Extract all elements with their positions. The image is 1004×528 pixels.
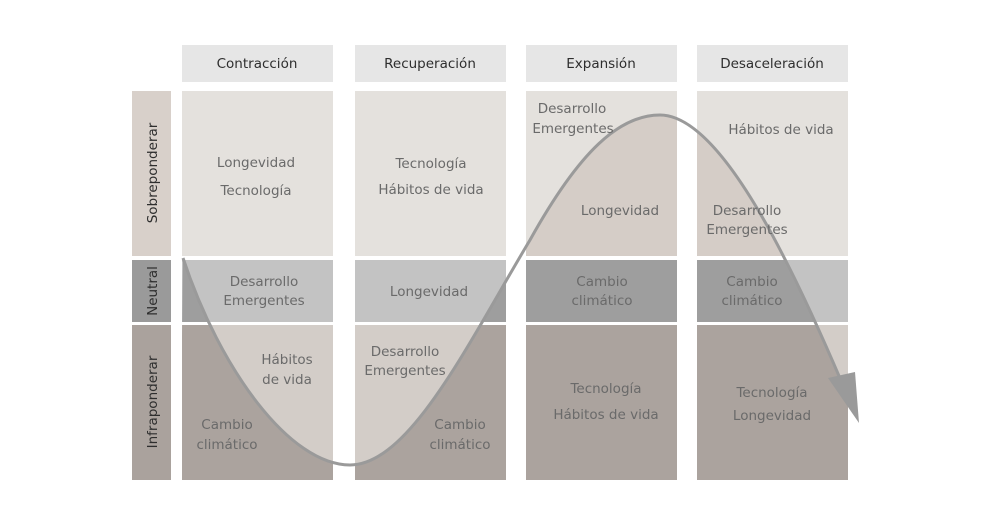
arrowhead-icon	[828, 372, 859, 423]
cell-text: Desarrollo	[230, 274, 299, 290]
row-label: Infraponderar	[145, 355, 161, 448]
cell-text: Tecnología	[735, 385, 807, 401]
cycle-curve	[181, 113, 847, 467]
cell-text: Desarrollo	[371, 344, 440, 360]
row-label: Sobreponderar	[145, 122, 161, 223]
cell-text: Longevidad	[733, 408, 811, 424]
row-label-neutral-bg	[132, 260, 171, 322]
cell-text: Longevidad	[390, 284, 468, 300]
cell-text: Emergentes	[223, 293, 304, 309]
phase-label: Desaceleración	[720, 56, 824, 72]
cell-text: Cambio	[201, 417, 252, 433]
cell-text: Hábitos de vida	[378, 182, 483, 198]
cell-text: Cambio	[434, 417, 485, 433]
cell-text: Hábitos de vida	[728, 122, 833, 138]
cell-text: Tecnología	[394, 156, 466, 172]
cell-text: Emergentes	[706, 222, 787, 238]
cell-text: Tecnología	[569, 381, 641, 397]
row-labels: Sobreponderar Neutral Infraponderar	[132, 91, 171, 480]
cell-text: Tecnología	[219, 183, 291, 199]
phase-label: Recuperación	[384, 56, 476, 72]
cell-text: climático	[571, 293, 632, 309]
cell-text: Hábitos	[261, 352, 312, 368]
header-contraccion	[182, 45, 333, 82]
cell-text: Emergentes	[532, 121, 613, 137]
header-recuperacion	[355, 45, 506, 82]
cell-text: Cambio	[726, 274, 777, 290]
phase-label: Contracción	[217, 56, 298, 72]
row-label-sobreponderar-bg	[132, 91, 171, 256]
cell-text: Desarrollo	[713, 203, 782, 219]
cell-text: Hábitos de vida	[553, 407, 658, 423]
cell-text: Longevidad	[217, 155, 295, 171]
cell-text: climático	[196, 437, 257, 453]
cell-text: Emergentes	[364, 363, 445, 379]
cell-text: Cambio	[576, 274, 627, 290]
cell-text: climático	[721, 293, 782, 309]
row-label-infraponderar-bg	[132, 325, 171, 480]
header-expansion	[526, 45, 677, 82]
row-label: Neutral	[145, 266, 161, 316]
cell-text: climático	[429, 437, 490, 453]
cell-text: Longevidad	[581, 203, 659, 219]
cell-texts: Longevidad Tecnología Desarrollo Emergen…	[196, 101, 833, 453]
phase-label: Expansión	[566, 56, 636, 72]
cell-text: de vida	[262, 372, 312, 388]
cell-text: Desarrollo	[538, 101, 607, 117]
phase-headers: Contracción Recuperación Expansión Desac…	[182, 45, 848, 82]
header-desaceleracion	[697, 45, 848, 82]
